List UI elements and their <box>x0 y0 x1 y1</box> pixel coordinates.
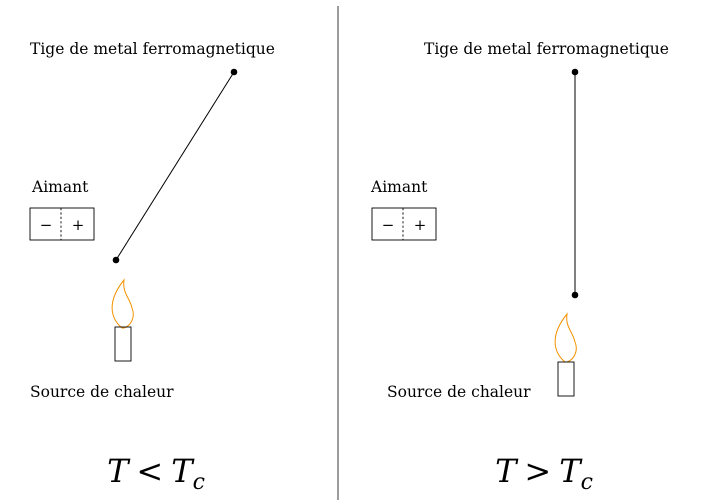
rod-tip-dot <box>571 291 579 299</box>
magnet: − + <box>371 207 437 241</box>
condition-label: T>Tc <box>495 452 593 495</box>
magnet-label: Aimant <box>370 178 428 196</box>
heat-source-label: Source de chaleur <box>30 383 174 401</box>
heat-source-label: Source de chaleur <box>387 383 531 401</box>
flame <box>111 278 134 329</box>
candle <box>114 326 132 362</box>
rod-tip-dot <box>112 256 120 264</box>
rod-label: Tige de metal ferromagnetique <box>424 40 669 58</box>
panel-right: Tige de metal ferromagnetique Aimant − +… <box>370 40 669 495</box>
condition-label: T<Tc <box>107 452 205 495</box>
rod-pivot-dot <box>230 68 238 76</box>
ferromagnetic-rod <box>115 71 235 261</box>
magnet-plus-pole: + <box>72 216 85 234</box>
flame <box>554 312 577 363</box>
magnet: − + <box>29 207 95 241</box>
magnet-plus-pole: + <box>414 216 427 234</box>
magnet-minus-pole: − <box>40 216 53 234</box>
candle <box>557 361 575 397</box>
magnet-minus-pole: − <box>382 216 395 234</box>
rod-label: Tige de metal ferromagnetique <box>30 40 275 58</box>
panel-left: Tige de metal ferromagnetique Aimant − +… <box>29 40 275 495</box>
rod-pivot-dot <box>571 68 579 76</box>
magnet-label: Aimant <box>31 178 89 196</box>
